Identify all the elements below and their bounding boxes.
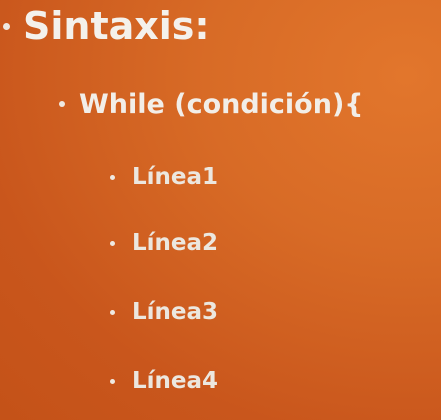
sub-bullet-text: Línea3: [132, 299, 219, 325]
bullet-icon: [59, 101, 65, 107]
sub-bullet-item: Línea3: [110, 295, 218, 329]
sub-bullet-item: Línea4: [110, 364, 218, 398]
slide-title: Sintaxis:: [3, 3, 210, 49]
bullet-icon: [110, 174, 115, 180]
bullet-icon: [110, 240, 115, 246]
bullet-icon: [110, 378, 115, 384]
bullet-icon: [110, 309, 115, 315]
sub-bullet-text: Línea4: [132, 368, 219, 394]
sub-bullet-text: Línea2: [132, 230, 219, 256]
bullet-item-while: While (condición){: [59, 85, 364, 123]
sub-bullet-item: Línea1: [110, 160, 218, 194]
sub-bullet-text: Línea1: [132, 164, 219, 190]
bullet-item-text: While (condición){: [79, 88, 364, 120]
bullet-icon: [3, 22, 10, 30]
sub-bullet-item: Línea2: [110, 226, 218, 260]
slide-title-text: Sintaxis:: [23, 4, 210, 48]
